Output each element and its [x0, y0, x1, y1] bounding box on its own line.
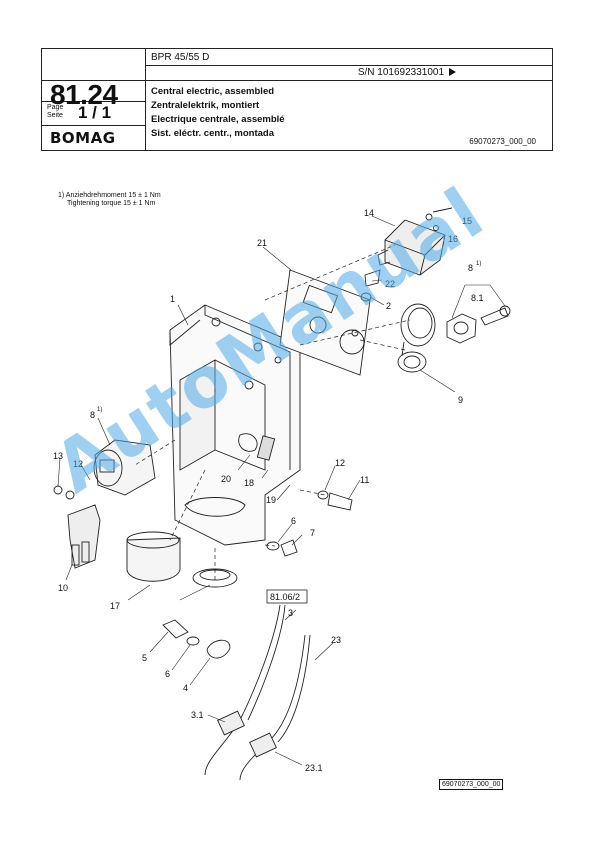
title-de: Zentralelektrik, montiert	[151, 100, 260, 111]
rotary-switch-part	[93, 439, 156, 496]
callout-6-bottom: 6	[165, 669, 170, 679]
callout-5: 5	[142, 653, 147, 663]
page-label-de: Seite	[47, 112, 63, 119]
torque-note: 1) Anziehdrehmoment 15 ± 1 Nm Tightening…	[58, 192, 161, 208]
callout-17: 17	[110, 601, 120, 611]
callout-3: 3	[288, 608, 293, 618]
serial-number: S/N 101692331001	[357, 67, 444, 78]
note-line-2: Tightening torque 15 ± 1 Nm	[67, 200, 156, 207]
page-label: Page Seite	[47, 104, 63, 120]
callout-12-right: 12	[335, 458, 345, 468]
document-reference: 69070273_000_00	[469, 137, 536, 146]
callout-4: 4	[183, 683, 188, 693]
divider	[145, 49, 146, 150]
divider	[145, 65, 552, 66]
title-list: Central electric, assembled Zentralelekt…	[151, 85, 285, 141]
callout-20: 20	[221, 474, 231, 484]
housing-part	[169, 304, 301, 546]
callout-7: 7	[310, 528, 315, 538]
callout-6-right: 6	[291, 516, 296, 526]
section-number: 81.24	[50, 79, 118, 110]
callout-8-right: 8	[468, 263, 473, 273]
callout-2: 2	[386, 301, 391, 311]
cross-reference-box	[266, 589, 308, 604]
title-fr: Electrique centrale, assemblé	[151, 114, 285, 125]
divider	[42, 125, 145, 126]
callout-11: 11	[360, 475, 369, 485]
cover-plate-part	[279, 269, 371, 376]
page-number: 1 / 1	[78, 103, 112, 122]
callout-22: 22	[385, 279, 395, 289]
callout-3-1: 3.1	[191, 710, 204, 720]
divider	[42, 80, 552, 81]
callout-1: 1	[170, 294, 175, 304]
callout-12-left: 12	[73, 459, 83, 469]
callout-16: 16	[448, 234, 458, 244]
superscript-note: 1)	[476, 261, 481, 267]
callout-21: 21	[257, 238, 267, 248]
callout-23: 23	[331, 635, 341, 645]
note-line-1: 1) Anziehdrehmoment 15 ± 1 Nm	[58, 192, 161, 199]
cross-reference-label[interactable]: 81.06/2	[270, 592, 300, 602]
callout-19: 19	[266, 495, 276, 505]
brand-logo: BOMAG	[50, 129, 116, 147]
title-en: Central electric, assembled	[151, 86, 275, 97]
callout-10: 10	[58, 583, 68, 593]
callout-8-1: 8.1	[471, 293, 484, 303]
ignition-cover-part	[397, 303, 436, 373]
callout-13: 13	[53, 451, 63, 461]
superscript-note: 1)	[97, 407, 102, 413]
callout-14: 14	[364, 208, 374, 218]
header-block: BPR 45/55 D S/N 101692331001 81.24 Page …	[41, 48, 553, 151]
callout-8-left: 8	[90, 410, 95, 420]
divider	[42, 101, 145, 102]
footer-reference: 69070273_000_00	[439, 779, 504, 790]
callout-9: 9	[458, 395, 463, 405]
relay-part	[377, 219, 446, 276]
page-label-en: Page	[47, 104, 64, 111]
callout-15: 15	[462, 216, 472, 226]
machine-model: BPR 45/55 D	[151, 52, 210, 63]
callout-18: 18	[244, 478, 254, 488]
title-es: Sist. eléctr. centr., montada	[151, 128, 275, 139]
callout-23-1: 23.1	[305, 763, 323, 773]
arrow-right-icon	[449, 68, 456, 76]
